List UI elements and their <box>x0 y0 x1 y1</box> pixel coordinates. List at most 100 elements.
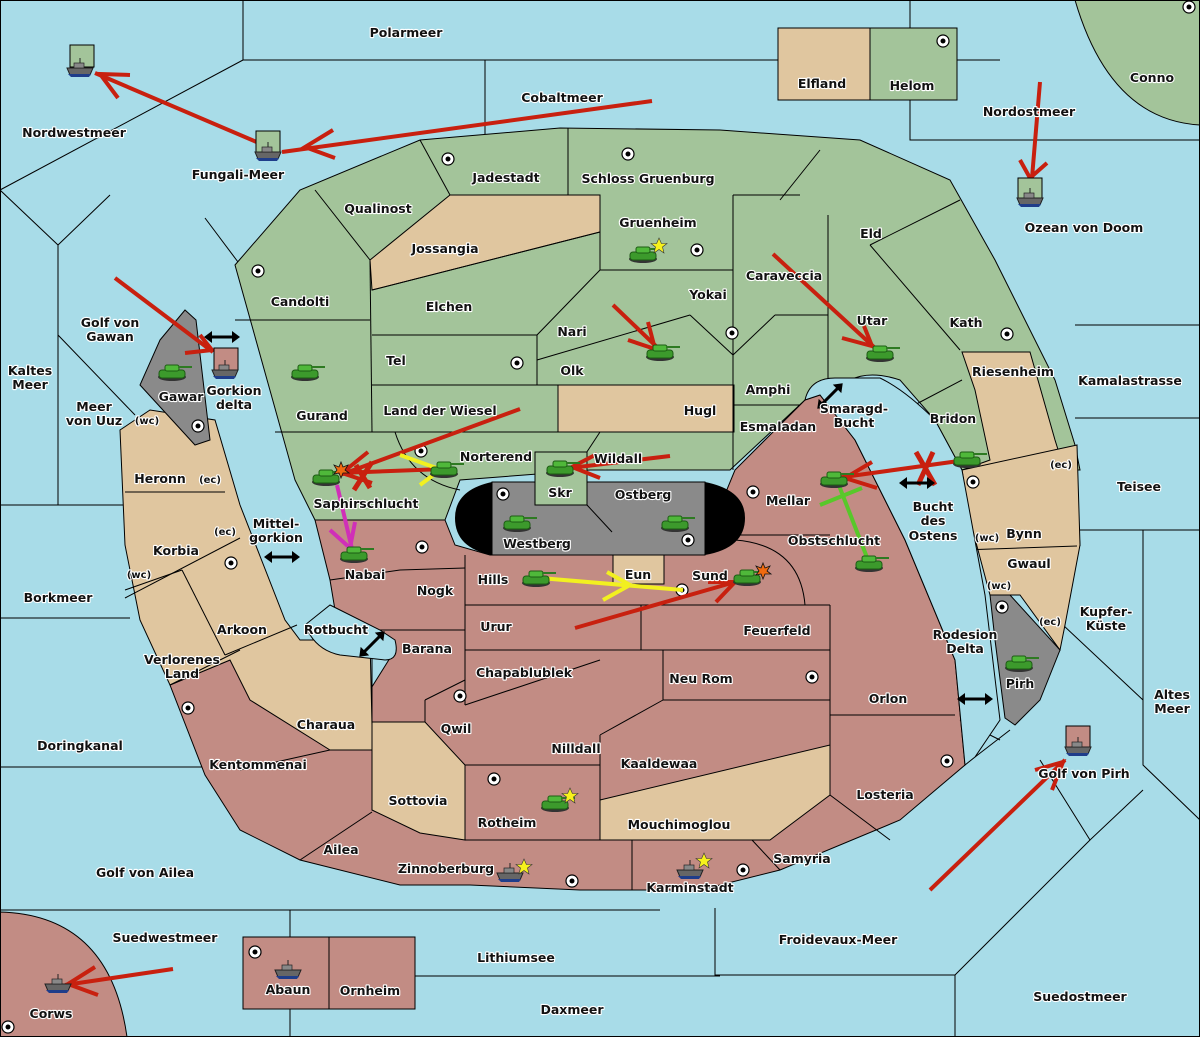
svg-text:gorkion: gorkion <box>249 530 303 545</box>
label-meer-von-uuz: Meer <box>76 399 112 414</box>
svg-text:Meer: Meer <box>12 377 48 392</box>
order-arrow <box>339 467 445 475</box>
label-pirh: Pirh <box>1006 676 1035 691</box>
label-corws: Corws <box>30 1006 73 1021</box>
label-arkoon: Arkoon <box>217 622 267 637</box>
map-labels: Polarmeer Cobaltmeer Nordwestmeer Fungal… <box>7 24 1192 1022</box>
label-mittel-gorkion: Mittel- <box>253 516 300 531</box>
label-losteria: Losteria <box>856 787 913 802</box>
sea-bucht-des-ostens[interactable] <box>804 377 1001 766</box>
label-sund: Sund <box>692 568 728 583</box>
label-doringkanal: Doringkanal <box>37 738 123 753</box>
label-kaltes-meer: Kaltes <box>8 363 52 378</box>
label-verlorenes-land: Verlorenes <box>144 652 220 667</box>
label-olk: Olk <box>560 363 584 378</box>
label-obstschlucht: Obstschlucht <box>788 533 880 548</box>
coast-tag: (wc) <box>987 581 1011 592</box>
label-westberg: Westberg <box>503 536 571 551</box>
label-qwil: Qwil <box>441 721 472 736</box>
label-lithiumsee: Lithiumsee <box>477 950 555 965</box>
label-smaragd-bucht: Smaragd- <box>820 401 888 416</box>
label-candolti: Candolti <box>271 294 330 309</box>
label-mellar: Mellar <box>766 493 811 508</box>
svg-text:des: des <box>921 513 946 528</box>
label-ostberg: Ostberg <box>615 487 672 502</box>
label-froidevaux-meer: Froidevaux-Meer <box>779 932 898 947</box>
mountain-right-cap <box>705 482 745 555</box>
label-hills: Hills <box>478 572 509 587</box>
label-rotbucht: Rotbucht <box>304 622 368 637</box>
label-elchen: Elchen <box>426 299 473 314</box>
label-korbia: Korbia <box>153 543 199 558</box>
label-nogk: Nogk <box>417 583 454 598</box>
label-nilldall: Nilldall <box>551 741 600 756</box>
label-urur: Urur <box>480 619 512 634</box>
label-land-der-wiesel: Land der Wiesel <box>383 403 496 418</box>
coast-tag: (ec) <box>1050 460 1072 471</box>
label-fungali-meer: Fungali-Meer <box>192 167 285 182</box>
label-zinnoberburg: Zinnoberburg <box>398 861 494 876</box>
label-norterend: Norterend <box>460 449 532 464</box>
territory-hugl[interactable] <box>557 384 735 433</box>
order-arrow <box>94 71 281 154</box>
order-arrow <box>569 454 671 470</box>
label-saphirschlucht: Saphirschlucht <box>314 496 419 511</box>
coast-labels: (wc) (ec) (ec) (wc) (ec) (wc) (wc) (ec) <box>126 415 1073 629</box>
label-gawar: Gawar <box>159 389 205 404</box>
svg-text:Bucht: Bucht <box>834 415 875 430</box>
label-esmaladan: Esmaladan <box>740 419 816 434</box>
label-schloss-gruenburg: Schloss Gruenburg <box>581 171 714 186</box>
label-skr: Skr <box>548 485 572 500</box>
label-gruenheim: Gruenheim <box>619 215 696 230</box>
label-riesenheim: Riesenheim <box>972 364 1054 379</box>
label-tel: Tel <box>386 353 406 368</box>
label-polarmeer: Polarmeer <box>370 25 444 40</box>
territory-corws[interactable] <box>0 911 128 1037</box>
coast-tag: (ec) <box>1039 617 1061 628</box>
territory-ornheim[interactable] <box>328 936 416 1010</box>
label-conno: Conno <box>1130 70 1175 85</box>
territory-conno[interactable] <box>1074 0 1200 126</box>
label-kupfer-kueste: Kupfer- <box>1080 604 1133 619</box>
label-amphi: Amphi <box>746 382 791 397</box>
label-ozean-von-doom: Ozean von Doom <box>1025 220 1144 235</box>
order-arrow <box>1030 81 1042 179</box>
svg-text:von Uuz: von Uuz <box>66 413 122 428</box>
label-suedwestmeer: Suedwestmeer <box>113 930 219 945</box>
label-bynn: Bynn <box>1006 526 1041 541</box>
coast-tag: (wc) <box>135 416 159 427</box>
label-ornheim: Ornheim <box>340 983 400 998</box>
svg-text:Land: Land <box>165 666 199 681</box>
order-arrow <box>771 252 877 350</box>
label-golf-von-gawan: Golf von <box>81 315 140 330</box>
coast-tag: (ec) <box>199 475 221 486</box>
order-arrow <box>281 99 653 154</box>
territory-elfland[interactable] <box>777 27 871 101</box>
label-golf-von-pirh: Golf von Pirh <box>1038 766 1129 781</box>
label-eld: Eld <box>860 226 882 241</box>
label-bridon: Bridon <box>930 411 976 426</box>
support-order-green <box>819 482 870 561</box>
label-jadestadt: Jadestadt <box>471 170 539 185</box>
label-heronn: Heronn <box>134 471 186 486</box>
label-teisee: Teisee <box>1117 479 1161 494</box>
label-chapablublek: Chapablublek <box>476 665 573 680</box>
label-charaua: Charaua <box>297 717 355 732</box>
label-eun: Eun <box>625 567 651 582</box>
label-kamalastrasse: Kamalastrasse <box>1078 373 1182 388</box>
label-nordwestmeer: Nordwestmeer <box>22 125 127 140</box>
svg-text:Meer: Meer <box>1154 701 1190 716</box>
label-qualinost: Qualinost <box>344 201 411 216</box>
label-karminstadt: Karminstadt <box>646 880 733 895</box>
svg-text:delta: delta <box>216 397 252 412</box>
label-rodesion-delta: Rodesion <box>933 627 998 642</box>
label-hugl: Hugl <box>684 403 717 418</box>
label-feuerfeld: Feuerfeld <box>743 623 810 638</box>
mountain-left-cap <box>455 482 492 555</box>
label-altes-meer: Altes <box>1154 687 1190 702</box>
label-jossangia: Jossangia <box>410 241 478 256</box>
label-kentommenai: Kentommenai <box>209 757 307 772</box>
label-wildall: Wildall <box>594 451 642 466</box>
sea-rotbucht[interactable] <box>304 604 397 661</box>
